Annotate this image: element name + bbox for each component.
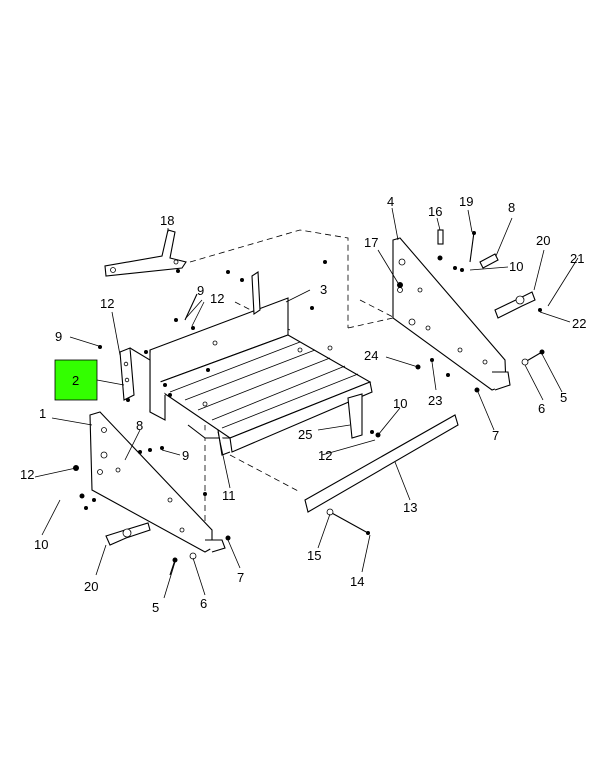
- callout-9[interactable]: 9: [182, 448, 189, 463]
- callout-18[interactable]: 18: [160, 213, 174, 228]
- callout-10[interactable]: 10: [509, 259, 523, 274]
- callout-20[interactable]: 20: [536, 233, 550, 248]
- callout-9[interactable]: 9: [197, 283, 204, 298]
- callout-19[interactable]: 19: [459, 194, 473, 209]
- highlighted-callout[interactable]: 2: [54, 359, 125, 401]
- callout-20[interactable]: 20: [84, 579, 98, 594]
- callout-17[interactable]: 17: [364, 235, 378, 250]
- callout-12[interactable]: 12: [210, 291, 224, 306]
- left-mount-bracket: [119, 347, 172, 412]
- callout-labels: 1 3 4 5 5 6 6 7 7 8 8 9 9 9 10 10 10 11 …: [20, 194, 586, 615]
- callout-22[interactable]: 22: [572, 316, 586, 331]
- callout-12[interactable]: 12: [100, 296, 114, 311]
- callout-5[interactable]: 5: [152, 600, 159, 615]
- callout-24[interactable]: 24: [364, 348, 378, 363]
- callout-23[interactable]: 23: [428, 393, 442, 408]
- callout-21[interactable]: 21: [570, 251, 584, 266]
- callout-12[interactable]: 12: [20, 467, 34, 482]
- callout-8[interactable]: 8: [508, 200, 515, 215]
- callout-6[interactable]: 6: [538, 401, 545, 416]
- callout-12[interactable]: 12: [318, 448, 332, 463]
- callout-10[interactable]: 10: [393, 396, 407, 411]
- callout-7[interactable]: 7: [237, 570, 244, 585]
- left-side-plate: [73, 411, 226, 553]
- callout-6[interactable]: 6: [200, 596, 207, 611]
- callout-7[interactable]: 7: [492, 428, 499, 443]
- callout-9[interactable]: 9: [55, 329, 62, 344]
- leader-lines: [34, 207, 579, 599]
- right-side-plate: [392, 237, 511, 391]
- callout-11[interactable]: 11: [222, 488, 236, 503]
- callout-5[interactable]: 5: [560, 390, 567, 405]
- callout-25[interactable]: 25: [298, 427, 312, 442]
- top-bracket: [104, 229, 187, 277]
- callout-4[interactable]: 4: [387, 194, 394, 209]
- highlighted-callout-label: 2: [72, 373, 79, 388]
- callout-15[interactable]: 15: [307, 548, 321, 563]
- callout-3[interactable]: 3: [320, 282, 327, 297]
- callout-13[interactable]: 13: [403, 500, 417, 515]
- callout-1[interactable]: 1: [39, 406, 46, 421]
- callout-14[interactable]: 14: [350, 574, 364, 589]
- front-bar: [304, 414, 459, 513]
- callout-16[interactable]: 16: [428, 204, 442, 219]
- main-tray: [149, 271, 373, 456]
- callout-8[interactable]: 8: [136, 418, 143, 433]
- callout-10[interactable]: 10: [34, 537, 48, 552]
